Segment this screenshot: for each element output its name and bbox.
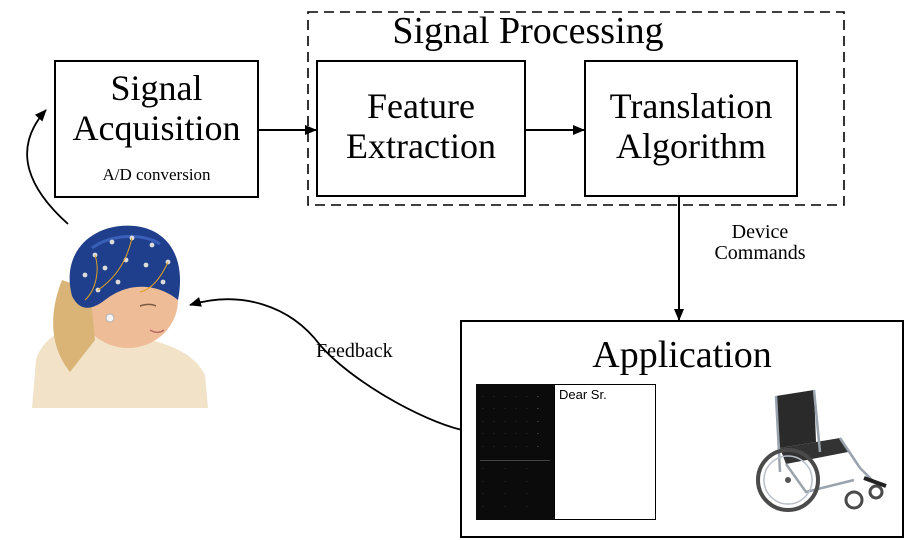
speller-divider [480, 460, 550, 461]
device-commands-label: Device Commands [690, 222, 830, 264]
arrow-feedback [189, 297, 463, 431]
translation-line1: Translation [609, 86, 773, 126]
device-commands-line2: Commands [714, 242, 806, 264]
acquisition-line1: Signal [110, 68, 203, 108]
feature-line2: Extraction [346, 126, 496, 166]
device-commands-line1: Device [731, 221, 789, 243]
translation-line2: Algorithm [616, 126, 766, 166]
speller-keyboard-image: ······ ······ ······ ······ ······ ··· ·… [476, 384, 554, 520]
translation-algorithm-box: Translation Algorithm [584, 60, 798, 197]
acquisition-note: A/D conversion [102, 165, 211, 184]
speller-matrix: ······ ······ ······ ······ ······ [482, 394, 539, 451]
arrow-person-to-acquisition [26, 109, 69, 225]
feedback-label: Feedback [316, 340, 393, 362]
acquisition-line2: Acquisition [72, 108, 241, 148]
application-title: Application [592, 334, 772, 376]
signal-processing-title: Signal Processing [392, 10, 664, 52]
speller-commands: ··· ··· ··· ··· [482, 466, 528, 511]
feature-line1: Feature [367, 86, 475, 126]
letter-text: Dear Sr. [559, 387, 607, 402]
application-box: Application ······ ······ ······ ······ … [460, 320, 904, 538]
signal-acquisition-box: Signal Acquisition A/D conversion [54, 60, 259, 198]
letter-text-pane: Dear Sr. [554, 384, 656, 520]
feature-extraction-box: Feature Extraction [316, 60, 526, 197]
signal-processing-group [307, 11, 845, 206]
wheelchair-image [756, 389, 887, 512]
